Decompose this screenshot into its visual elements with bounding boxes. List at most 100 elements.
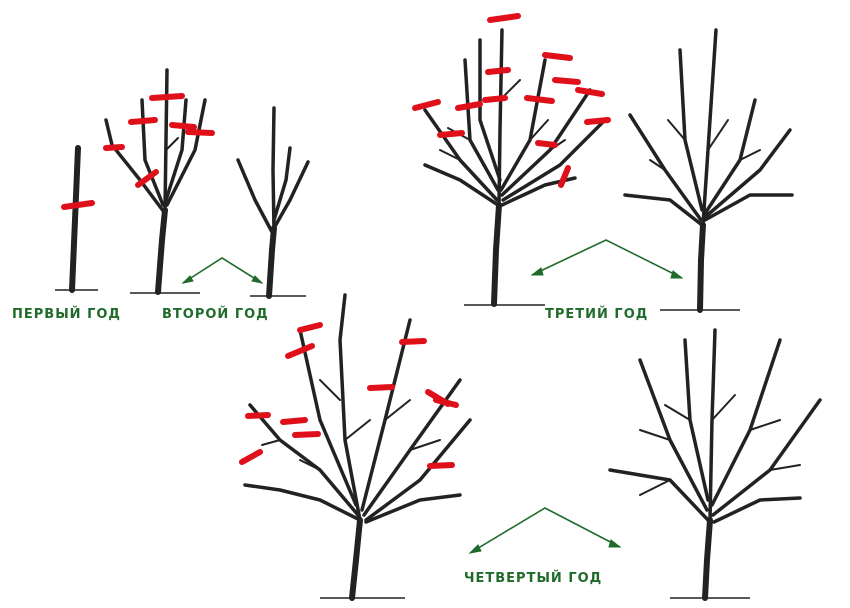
red-mark-icon [297, 322, 323, 333]
pruning-cut-marks [61, 13, 611, 469]
trunk [702, 517, 713, 601]
label-second-year: ВТОРОЙ ГОД [162, 307, 269, 322]
red-mark-icon [437, 130, 465, 138]
twig [711, 394, 736, 421]
twig [639, 429, 671, 441]
red-mark-icon [103, 144, 125, 151]
red-mark-icon [552, 77, 581, 85]
branch [423, 108, 499, 202]
branch [638, 358, 709, 512]
trunk [266, 225, 277, 299]
red-mark-icon [455, 101, 483, 111]
branch [272, 160, 310, 230]
tree-year2-before [104, 68, 207, 295]
branch [163, 68, 169, 212]
trunk [697, 222, 706, 313]
branch [708, 328, 717, 522]
red-mark-icon [128, 117, 158, 125]
twig [667, 119, 686, 141]
red-mark-icon [185, 129, 215, 136]
label-third-year: ТРЕТИЙ ГОД [545, 307, 649, 322]
branch [712, 496, 802, 524]
branch [338, 293, 362, 522]
label-fourth-year: ЧЕТВЕРТЫЙ ГОД [464, 571, 603, 586]
branch [243, 483, 362, 522]
twig [261, 439, 281, 446]
red-mark-icon [367, 384, 395, 391]
red-mark-icon [487, 13, 521, 23]
twig [319, 379, 341, 401]
red-mark-icon [292, 431, 321, 438]
red-mark-icon [285, 343, 315, 359]
red-mark-icon [575, 87, 605, 97]
red-mark-icon [524, 95, 555, 104]
green-arrow-icon [530, 239, 684, 279]
twig [639, 479, 671, 496]
branch [623, 193, 704, 227]
year-arrows [181, 239, 684, 554]
red-mark-icon [542, 52, 573, 61]
red-mark-icon [399, 338, 427, 345]
trunk [69, 145, 81, 293]
label-first-year: ПЕРВЫЙ ГОД [12, 307, 121, 322]
branch [164, 98, 188, 202]
green-arrow-icon [468, 507, 622, 554]
tree-year4-after [608, 328, 822, 601]
red-mark-icon [169, 122, 197, 130]
trunk [491, 202, 502, 307]
branch [364, 418, 472, 522]
red-mark-icon [584, 117, 611, 125]
branch [298, 328, 358, 507]
red-mark-icon [149, 93, 185, 101]
twig [749, 419, 781, 431]
red-mark-icon [482, 95, 508, 103]
twig [769, 464, 801, 471]
twig [165, 137, 179, 151]
tree-year1 [55, 145, 98, 293]
red-mark-icon [135, 169, 159, 188]
trunk [349, 517, 363, 601]
branch [165, 98, 207, 207]
tree-year2-after [236, 106, 310, 299]
branch [608, 468, 710, 522]
twig [299, 459, 321, 471]
red-mark-icon [433, 397, 459, 408]
twig [649, 159, 666, 171]
twig [664, 404, 691, 421]
branch [248, 403, 360, 517]
twig [439, 149, 461, 161]
branch [702, 128, 792, 220]
branch [271, 106, 276, 232]
branch [711, 398, 822, 517]
branch [236, 158, 274, 234]
twig [529, 119, 549, 141]
red-mark-icon [245, 412, 271, 419]
branch [678, 48, 704, 212]
branch [501, 118, 607, 202]
twig [344, 419, 371, 441]
branch [423, 163, 500, 207]
red-mark-icon [427, 462, 455, 469]
twig [409, 439, 441, 451]
branch [701, 28, 718, 227]
branch [364, 493, 462, 524]
red-mark-icon [412, 99, 441, 111]
red-mark-icon [239, 449, 263, 465]
tree-year3-after [623, 28, 794, 313]
branch [104, 118, 166, 214]
red-mark-icon [535, 140, 558, 148]
red-mark-icon [61, 200, 95, 210]
branch [703, 193, 794, 222]
red-mark-icon [558, 165, 571, 188]
green-arrow-icon [181, 257, 264, 284]
tree-year4-before [243, 293, 472, 601]
trunk [155, 207, 168, 295]
twig [384, 399, 411, 421]
branch [499, 58, 547, 192]
red-mark-icon [485, 67, 511, 75]
twig [739, 149, 761, 161]
tree-year3-before [423, 28, 607, 307]
twig [707, 119, 729, 151]
